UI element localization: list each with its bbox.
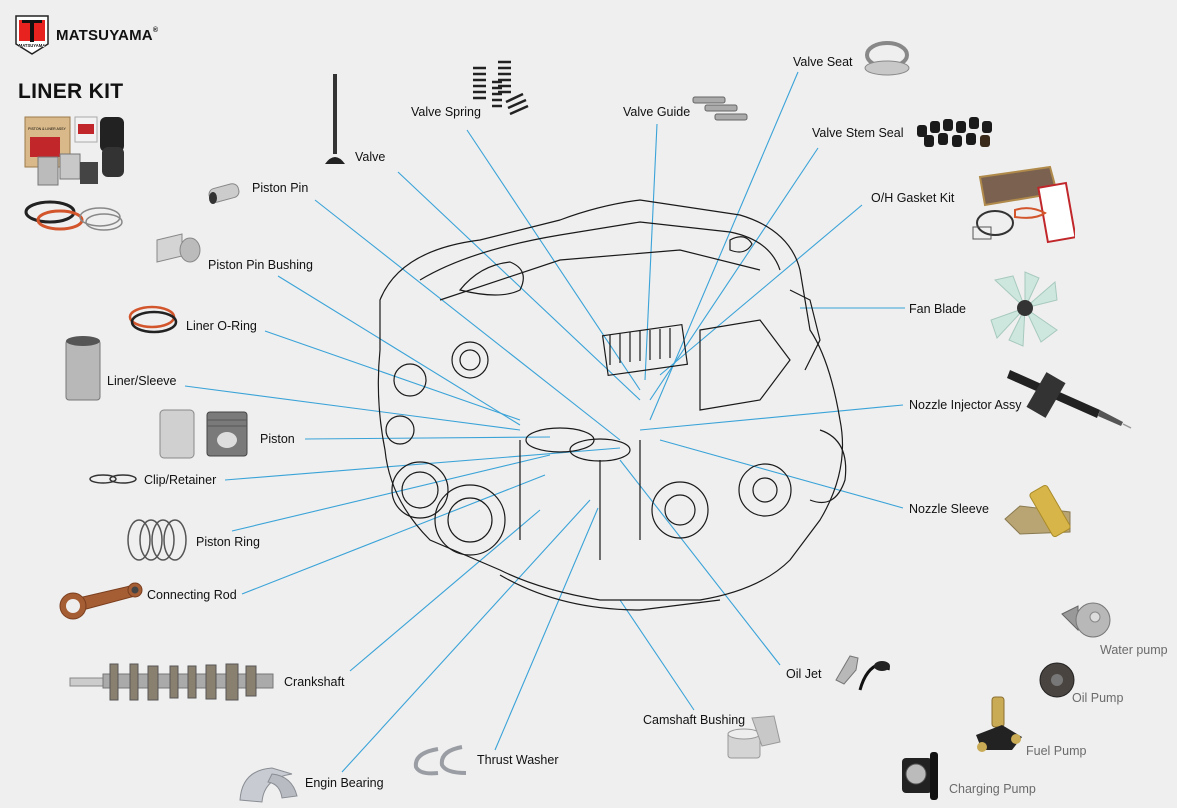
- leader-camshaft-bushing: [619, 599, 695, 711]
- oil-jet-image: [835, 655, 890, 691]
- liner-kit-image: PISTON & LINER ASSY: [24, 116, 124, 231]
- leader-valve-stem-seal: [649, 147, 819, 401]
- label-fan-blade: Fan Blade: [909, 302, 966, 316]
- leader-liner-sleeve: [184, 385, 521, 431]
- nozzle-sleeve-image: [1004, 484, 1071, 538]
- piston-ring-image: [127, 519, 187, 561]
- label-valve-seat: Valve Seat: [793, 55, 853, 69]
- water-pump-image: [1061, 602, 1111, 638]
- leader-piston-pin-bushing: [277, 275, 521, 426]
- leader-liner-o-ring: [264, 330, 521, 421]
- label-oil-pump: Oil Pump: [1072, 691, 1124, 705]
- oh-gasket-kit-image: [972, 165, 1075, 244]
- logo-caption: MATSUYAMA: [19, 43, 46, 48]
- clip-retainer-image: [89, 474, 137, 484]
- leader-valve: [397, 171, 641, 401]
- valve-spring-image: [473, 60, 529, 116]
- label-crankshaft: Crankshaft: [284, 675, 345, 689]
- leader-nozzle-injector: [639, 404, 904, 431]
- camshaft-bushing-image: [727, 715, 781, 759]
- engine-illustration: [377, 199, 847, 611]
- label-water-pump: Water pump: [1100, 643, 1168, 657]
- label-nozzle-injector-assy: Nozzle Injector Assy: [909, 398, 1022, 412]
- thrust-washer-image: [413, 745, 467, 776]
- label-engin-bearing: Engin Bearing: [305, 776, 384, 790]
- leader-nozzle-sleeve: [659, 439, 904, 509]
- matsuyama-logo: MATSUYAMA: [15, 15, 49, 55]
- leader-piston-pin: [314, 199, 621, 441]
- crankshaft-image: [69, 663, 274, 701]
- label-piston-ring: Piston Ring: [196, 535, 260, 549]
- oil-pump-image: [1039, 662, 1075, 698]
- label-thrust-washer: Thrust Washer: [477, 753, 559, 767]
- leader-thrust-washer: [494, 507, 599, 751]
- label-liner-o-ring: Liner O-Ring: [186, 319, 257, 333]
- nozzle-injector-image: [1007, 370, 1132, 429]
- connecting-rod-image: [59, 582, 143, 620]
- engin-bearing-image: [239, 767, 298, 803]
- valve-seat-image: [864, 41, 910, 76]
- label-clip-retainer: Clip/Retainer: [144, 473, 217, 487]
- label-fuel-pump: Fuel Pump: [1026, 744, 1087, 758]
- leader-oh-gasket-kit: [659, 204, 863, 376]
- liner-o-ring-image: [128, 305, 178, 334]
- valve-image: [325, 74, 345, 164]
- leader-piston-ring: [231, 454, 551, 532]
- label-valve: Valve: [355, 150, 386, 164]
- piston-pin-image: [208, 183, 240, 204]
- label-oil-jet: Oil Jet: [786, 667, 822, 681]
- valve-guide-image: [692, 96, 748, 121]
- brand-header: MATSUYAMA MATSUYAMA®: [14, 14, 158, 56]
- fuel-pump-image: [976, 696, 1022, 752]
- piston-image: [159, 409, 248, 459]
- label-camshaft-bushing: Camshaft Bushing: [643, 713, 746, 727]
- kit-box-text: PISTON & LINER ASSY: [28, 127, 66, 131]
- label-charging-pump: Charging Pump: [949, 782, 1036, 796]
- label-liner-sleeve: Liner/Sleeve: [107, 374, 177, 388]
- fan-blade-image: [990, 271, 1058, 347]
- charging-pump-image: [902, 752, 938, 800]
- liner-sleeve-image: [65, 336, 101, 401]
- liner-kit-title: LINER KIT: [18, 80, 124, 103]
- piston-pin-bushing-image: [156, 233, 201, 263]
- valve-stem-seal-image: [917, 117, 992, 147]
- label-oh-gasket-kit: O/H Gasket Kit: [871, 191, 955, 205]
- label-valve-stem-seal: Valve Stem Seal: [812, 126, 904, 140]
- label-piston: Piston: [260, 432, 295, 446]
- label-valve-guide: Valve Guide: [623, 105, 691, 119]
- label-connecting-rod: Connecting Rod: [147, 588, 237, 602]
- leader-engin-bearing: [341, 499, 591, 773]
- label-piston-pin: Piston Pin: [252, 181, 309, 195]
- leader-crankshaft: [349, 509, 541, 672]
- leader-oil-jet: [619, 459, 781, 666]
- label-valve-spring: Valve Spring: [411, 105, 481, 119]
- leader-piston: [304, 436, 551, 440]
- leader-clip-retainer: [224, 447, 621, 481]
- label-nozzle-sleeve: Nozzle Sleeve: [909, 502, 989, 516]
- leader-valve-spring: [466, 129, 641, 391]
- label-piston-pin-bushing: Piston Pin Bushing: [208, 258, 313, 272]
- brand-name: MATSUYAMA®: [56, 26, 159, 44]
